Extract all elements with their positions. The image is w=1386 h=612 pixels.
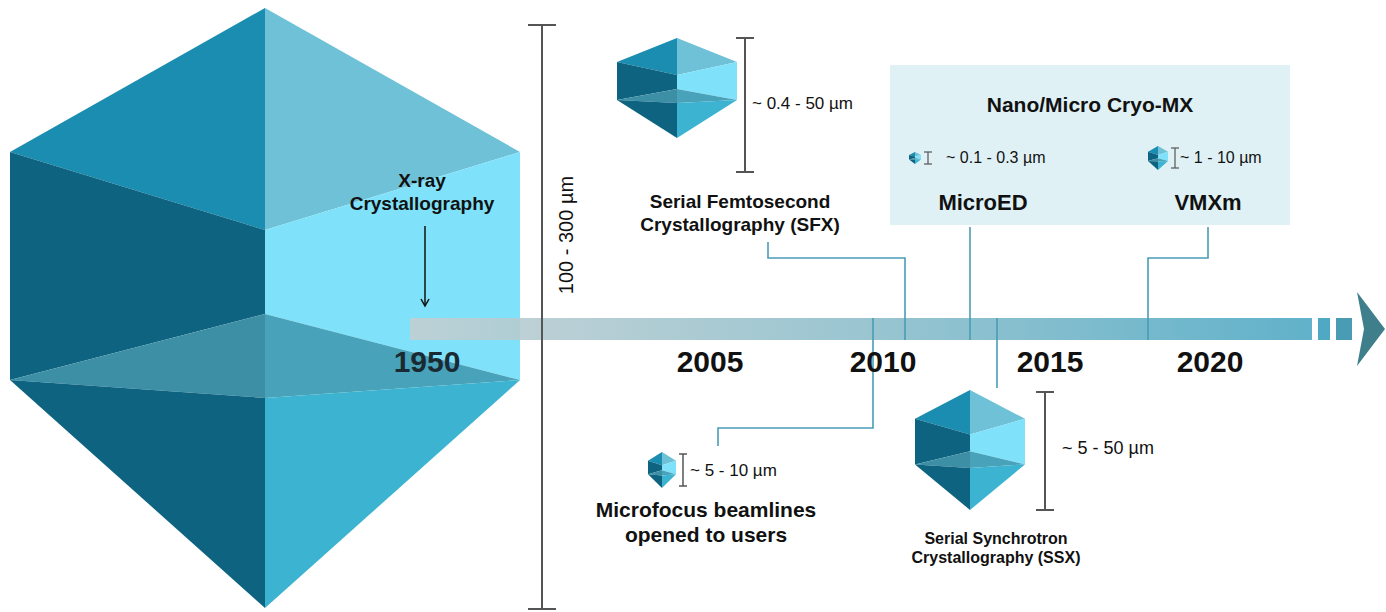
dimension-label: ~ 5 - 10 µm: [690, 461, 820, 481]
dimension-label: ~ 5 - 50 µm: [1062, 438, 1212, 460]
dimension-label: 100 - 300 µm: [554, 135, 578, 335]
technique-panel: Nano/Micro Cryo-MX ~ 0.1 - 0.3 µm MicroED ~…: [890, 65, 1290, 225]
technique-label: MicroED: [898, 190, 1068, 216]
year-label: 2020: [1160, 344, 1260, 380]
dimension-label: ~ 0.1 - 0.3 µm: [946, 148, 1096, 167]
panel-title: Nano/Micro Cryo-MX: [910, 92, 1270, 117]
technique-label: X-ray Crystallography: [342, 170, 502, 216]
dimension-label: ~ 0.4 - 50 µm: [752, 94, 902, 114]
year-label: 1950: [372, 344, 482, 380]
year-label: 2005: [660, 344, 760, 380]
technique-label: Microfocus beamlines opened to users: [556, 497, 856, 547]
year-label: 2010: [833, 344, 933, 380]
year-label: 2015: [1000, 344, 1100, 380]
dimension-label: ~ 1 - 10 µm: [1180, 148, 1288, 167]
technique-label: VMXm: [1133, 190, 1283, 216]
technique-label: Serial Femtosecond Crystallography (SFX): [605, 191, 875, 237]
technique-label: Serial Synchrotron Crystallography (SSX): [876, 529, 1116, 567]
